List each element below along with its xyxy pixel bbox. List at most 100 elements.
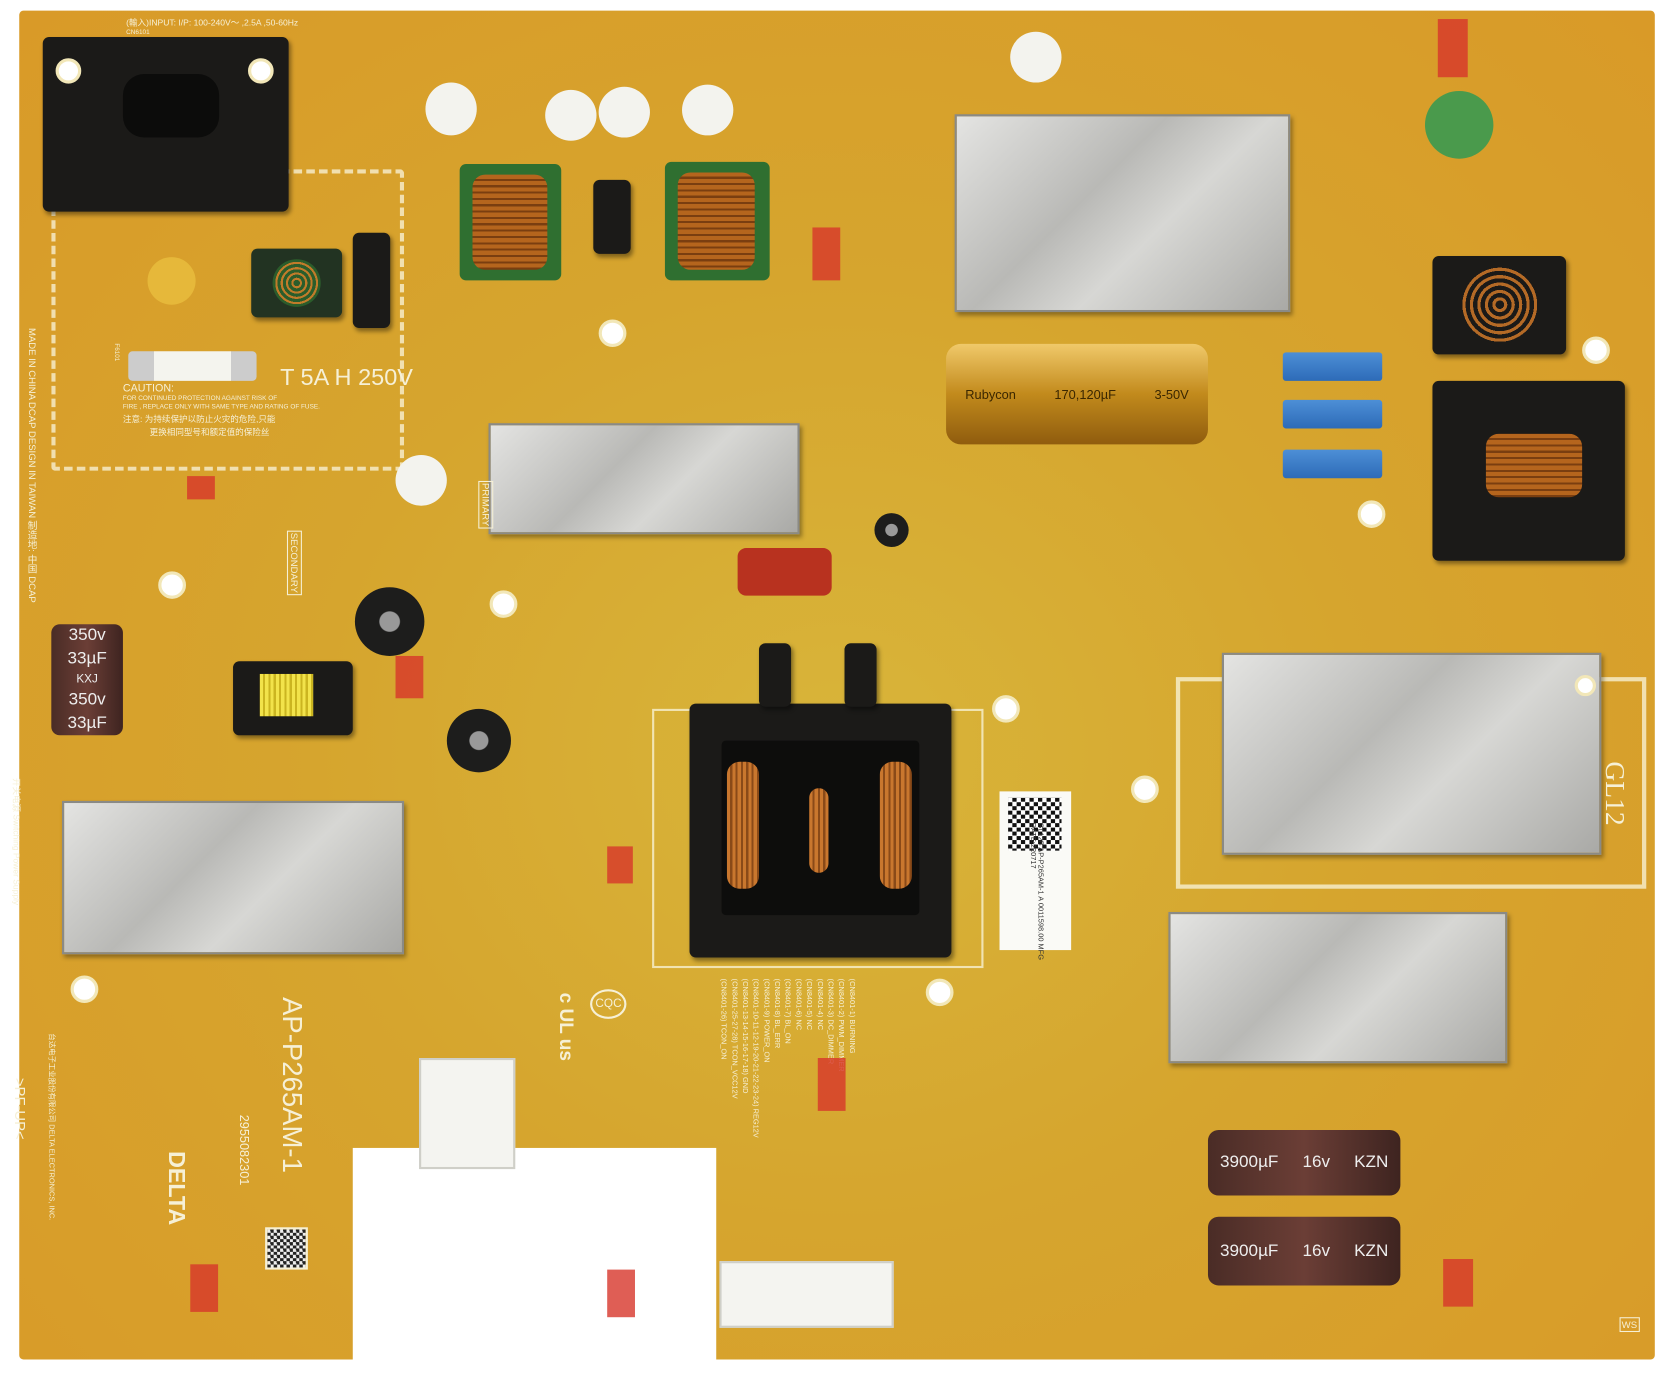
cap-voltage: 16v: [1302, 1241, 1331, 1260]
connector-pin-list: (CN8401-1) BURNING(CN8401-2) PWM_DIMMER(…: [673, 979, 855, 1138]
connector-pin-label: (CN8401-7) BL_ON: [783, 978, 792, 1044]
cap-voltage: 350v: [68, 690, 106, 709]
datamatrix-code: [265, 1227, 308, 1270]
fuse-ref: F6101: [112, 343, 120, 362]
fuse: [128, 351, 257, 381]
cap-value: 33µF: [67, 713, 107, 732]
cap-voltage: 350v: [68, 626, 106, 645]
mounting-hole: [1131, 775, 1159, 804]
mounting-hole: [489, 590, 518, 618]
bulk-capacitor: Rubycon 170,120µF 3-50V: [946, 343, 1208, 445]
model-number: AP-P265AM-1: [276, 997, 309, 1173]
cap-value: 33µF: [67, 649, 107, 668]
connector-pin-label: (CN8401-6) NC: [794, 978, 802, 1031]
main-transformer: [689, 703, 952, 958]
ceramic-capacitor: [545, 89, 597, 141]
heatsink: [954, 114, 1291, 313]
cap-value: 3900µF: [1220, 1153, 1279, 1172]
red-silk-mark: [395, 655, 424, 699]
qr-label-text: GL12B AP-P265AM-1 A 0011598.00 MFG DATE:…: [1028, 822, 1044, 960]
cap-series: KZN: [1354, 1241, 1389, 1260]
mounting-hole: [55, 58, 82, 84]
primary-label: PRIMARY: [478, 480, 494, 529]
mounting-hole: [248, 58, 274, 84]
caution-text-cn: 注意: 为持续保护以防止火灾的危险,只能: [122, 414, 276, 425]
cap-voltage: 16v: [1302, 1153, 1331, 1172]
inductor: [251, 248, 343, 318]
output-capacitor: 3900µF 16v KZN: [1207, 1129, 1401, 1196]
heatsink: [1221, 652, 1602, 855]
heatsink-primary: [488, 423, 800, 535]
connector-pin-label: (CN8401-9) POWER_ON: [762, 978, 770, 1063]
electrolytic-capacitor: 350v 33µF KXJ 350v 33µF: [51, 624, 123, 736]
ws-mark: WS: [1619, 1317, 1640, 1333]
mounting-hole: [925, 978, 954, 1007]
x-capacitor: [352, 232, 391, 328]
output-connector-cn8401[interactable]: [719, 1261, 894, 1328]
ceramic-capacitor: [598, 86, 650, 138]
caution-title: CAUTION:: [122, 382, 175, 395]
electrolytic-capacitor: [354, 587, 425, 656]
toroid-inductor: [1432, 256, 1567, 355]
film-capacitor-red: [737, 548, 832, 596]
ac-inlet[interactable]: [42, 37, 289, 212]
delta-logo: DELTA: [163, 1151, 191, 1226]
film-capacitor: [1282, 449, 1383, 479]
caution-text: FOR CONTINUED PROTECTION AGAINST RISK OF: [122, 395, 278, 403]
red-silk-mark: [607, 1269, 635, 1318]
mounting-hole: [1582, 336, 1610, 364]
gl-label: GL12: [1599, 761, 1631, 826]
film-capacitor: [1282, 399, 1383, 429]
ul-mark: c UL us: [555, 992, 578, 1062]
connector-pin-label: (CN8401-4) NC: [815, 978, 824, 1031]
connector-pin-label: (CN8401-5) NC: [804, 978, 813, 1031]
bridge-rectifier: [593, 179, 631, 254]
connector-cn8501[interactable]: [419, 1058, 516, 1170]
cap-series: KXJ: [76, 673, 98, 687]
board-cutout: [352, 1147, 717, 1371]
red-silk-mark: [190, 1264, 219, 1312]
transformer-clip: [844, 643, 877, 707]
mounting-hole: [70, 975, 99, 1003]
cap-rating: 3-50V: [1154, 386, 1189, 402]
connector-pin-label: (CN8401-3) DC_DIMMER: [826, 978, 834, 1065]
caution-text: FIRE , REPLACE ONLY WITH SAME TYPE AND R…: [122, 404, 320, 411]
mounting-hole: [1357, 500, 1386, 528]
origin-label: MADE IN CHINA DCAP DESIGN IN TAIWAN 制造地:…: [26, 327, 38, 603]
ceramic-capacitor: [1010, 31, 1062, 83]
ceramic-capacitor: [395, 454, 447, 506]
common-mode-choke: [459, 163, 562, 281]
output-capacitor: 3900µF 16v KZN: [1207, 1216, 1401, 1286]
red-silk-mark: [812, 227, 841, 281]
inlet-ref: CN6101: [126, 29, 150, 36]
cap-series: KZN: [1354, 1153, 1389, 1172]
red-silk-mark: [1443, 1259, 1474, 1307]
ceramic-capacitor: [425, 82, 477, 136]
connector-pin-label: (CN8401-13-14-15-16-17-18) GND: [740, 978, 749, 1094]
ceramic-capacitor: [682, 84, 734, 136]
connector-pin-label: (CN8401-10-11-12-19-20-21-22-23-24) REG1…: [751, 978, 759, 1138]
qr-label: GL12B AP-P265AM-1 A 0011598.00 MFG DATE:…: [999, 791, 1072, 960]
electrolytic-capacitor: [446, 708, 511, 773]
qr-code: [1008, 797, 1062, 851]
connector-pin-label: (CN8401-25-27-28) TCON_VCC12V: [730, 978, 738, 1099]
inductor: [233, 661, 353, 736]
pf-up-label: >PF-UP<: [11, 1077, 30, 1140]
common-mode-choke: [664, 161, 770, 281]
company-name: 台达电子工业股份有限公司 DELTA ELECTRONICS, INC.: [47, 1033, 55, 1221]
film-capacitor: [1282, 352, 1383, 381]
connector-pin-label: (CN8401-26) TCON_ON: [719, 978, 727, 1060]
red-silk-mark: [607, 846, 633, 884]
cap-value: 170,120µF: [1054, 386, 1117, 402]
cap-brand: Rubycon: [965, 386, 1016, 402]
caution-text-cn: 更换相同型号和额定值的保险丝: [149, 427, 270, 437]
y-capacitor: [147, 257, 196, 305]
switching-label: 开关电源 Switching Power Supply: [11, 778, 21, 906]
connector-pin-label: (CN8401-8) BL_ERR: [772, 978, 781, 1049]
fuse-rating: T 5A H 250V: [280, 363, 414, 391]
cap-value: 3900µF: [1220, 1241, 1279, 1260]
red-silk-mark: [817, 1058, 846, 1111]
connector-pin-label: (CN8401-2) PWM_DIMMER: [837, 978, 845, 1072]
cqc-mark: CQC: [590, 989, 627, 1019]
electrolytic-capacitor: [874, 513, 909, 547]
